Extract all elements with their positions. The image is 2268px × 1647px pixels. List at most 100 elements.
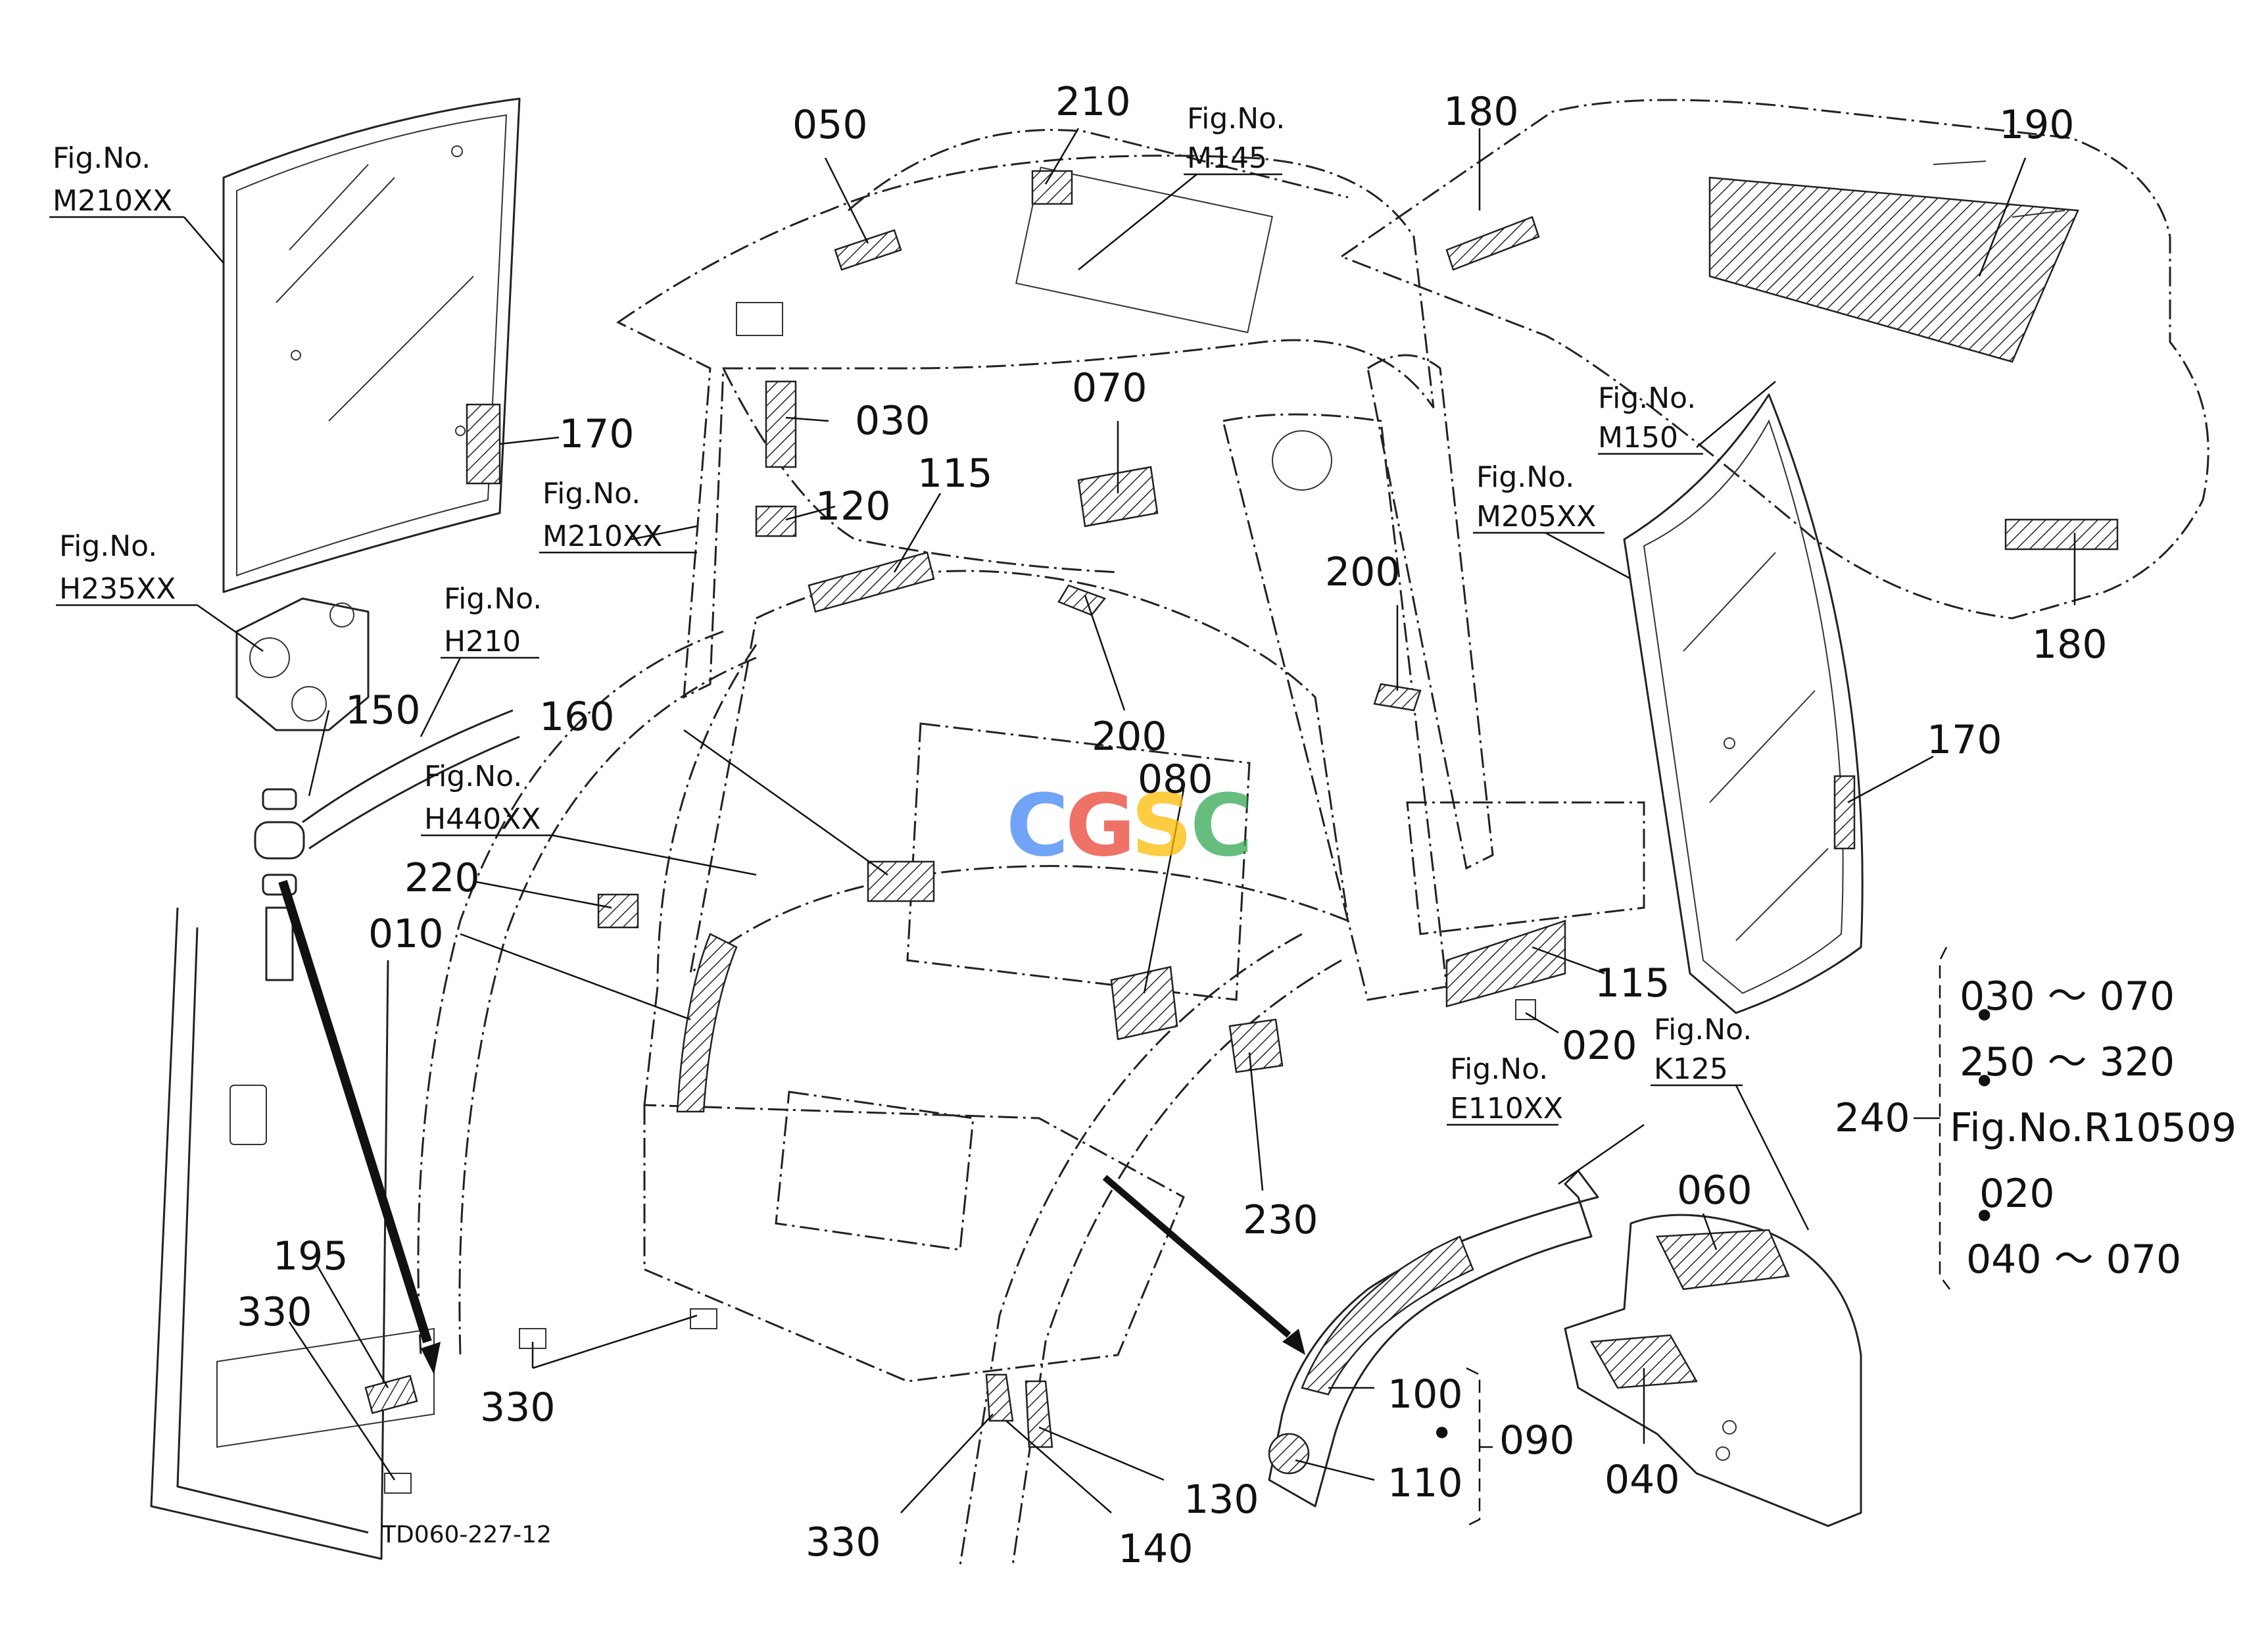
decal-050 — [834, 229, 902, 271]
decal-110 — [1268, 1433, 1310, 1475]
label-070: 070 — [1072, 365, 1147, 411]
decal-330-a — [384, 1473, 412, 1494]
bracket-line-3: Fig.No.R10509 — [1950, 1105, 2236, 1151]
fig-ref-e110xx-line1: Fig.No. — [1450, 1052, 1548, 1086]
label-030: 030 — [855, 398, 930, 444]
label-090: 090 — [1499, 1417, 1575, 1463]
roof-hatch — [1015, 166, 1273, 333]
decal-100 — [1301, 1235, 1474, 1396]
fig-ref-m210xx-top-line1: Fig.No. — [53, 141, 151, 175]
label-220: 220 — [404, 855, 480, 901]
fig-ref-h210-line1: Fig.No. — [444, 582, 542, 616]
decal-020 — [1515, 999, 1536, 1020]
pillar-right — [1366, 354, 1494, 870]
label-210: 210 — [1055, 79, 1131, 125]
hose-h210 — [302, 709, 514, 823]
decal-195 — [364, 1375, 418, 1414]
decal-230 — [1228, 1018, 1284, 1073]
label-200-left: 200 — [1092, 714, 1167, 760]
decal-170-left — [466, 403, 501, 485]
decal-180-right — [2004, 518, 2119, 551]
right-glass-panel — [1623, 393, 1864, 1014]
label-330-c: 330 — [806, 1519, 881, 1565]
label-195: 195 — [273, 1233, 349, 1279]
washer-upper — [262, 788, 297, 810]
roof-cover — [1339, 99, 2209, 620]
rear-fender — [1268, 1169, 1599, 1508]
label-120: 120 — [815, 483, 891, 529]
label-330-b: 330 — [480, 1385, 556, 1431]
fig-ref-e110xx-line2: E110XX — [1450, 1092, 1563, 1125]
decal-220 — [597, 893, 639, 929]
label-110: 110 — [1387, 1460, 1463, 1506]
indicator-arrows — [278, 879, 1305, 1375]
label-190: 190 — [1999, 102, 2075, 148]
label-170-right: 170 — [1927, 717, 2002, 763]
banjo-bolt — [265, 906, 294, 981]
decal-170-right — [1833, 775, 1856, 850]
fig-ref-m205xx-line2: M205XX — [1476, 500, 1596, 533]
bracket-line-1: 030 ～ 070 — [1960, 973, 2175, 1020]
decal-180-top — [1445, 216, 1540, 271]
label-240: 240 — [1835, 1095, 1910, 1141]
label-100: 100 — [1387, 1371, 1463, 1417]
separator-dot-240a: • — [1973, 993, 1996, 1039]
label-200-right: 200 — [1325, 549, 1401, 595]
banjo-fitting — [254, 821, 305, 860]
rear-beam — [1406, 801, 1645, 935]
label-115-lower: 115 — [1595, 960, 1670, 1006]
leader-lines — [49, 128, 2076, 1527]
fig-ref-m145-line2: M145 — [1187, 141, 1267, 175]
floor-frame — [688, 570, 1349, 977]
fig-ref-m210xx-mid-line1: Fig.No. — [543, 477, 640, 510]
label-230: 230 — [1243, 1197, 1318, 1243]
decal-010 — [676, 933, 738, 1113]
separator-dot-240c: • — [1973, 1194, 1996, 1240]
decal-200-left — [1057, 584, 1107, 616]
decal-080 — [1110, 966, 1178, 1041]
watermark-c2: C — [1190, 775, 1253, 875]
fig-ref-h235xx-line1: Fig.No. — [59, 529, 157, 563]
left-fender — [417, 630, 935, 1356]
label-150: 150 — [345, 687, 421, 733]
decal-030 — [765, 380, 797, 468]
decal-190 — [1708, 176, 2079, 363]
decal-200-right — [1373, 683, 1422, 712]
label-180-right: 180 — [2032, 622, 2108, 668]
label-170-left: 170 — [559, 411, 635, 457]
label-010: 010 — [368, 911, 444, 957]
fig-ref-h235xx-line2: H235XX — [59, 572, 176, 606]
label-130: 130 — [1184, 1477, 1259, 1523]
decal-120 — [755, 505, 797, 537]
watermark: C G S C — [1006, 775, 1253, 875]
decal-115-upper — [808, 551, 935, 613]
decal-040 — [1589, 1334, 1699, 1389]
label-060: 060 — [1677, 1168, 1752, 1214]
watermark-s: S — [1131, 775, 1193, 875]
label-020: 020 — [1562, 1023, 1637, 1069]
cabin-frame — [616, 129, 1645, 1383]
seat-base — [643, 1104, 1185, 1383]
decal-130 — [1025, 1380, 1053, 1448]
rear-cover — [1564, 1214, 1862, 1527]
label-040: 040 — [1604, 1457, 1680, 1503]
right-fender — [959, 933, 1342, 1566]
decal-210 — [1031, 170, 1073, 205]
fig-ref-m210xx-top-line2: M210XX — [53, 184, 172, 218]
fig-ref-m150-line2: M150 — [1598, 421, 1678, 455]
decal-140 — [985, 1373, 1014, 1422]
label-160: 160 — [539, 694, 615, 740]
bracket-line-5: 040 ～ 070 — [1966, 1237, 2181, 1283]
left-glass-panel — [222, 97, 521, 593]
fig-ref-h440xx-line1: Fig.No. — [424, 760, 522, 793]
drawing-code: TD060-227-12 — [381, 1521, 552, 1548]
watermark-c1: C — [1006, 775, 1069, 875]
bracket-240-list: 030 ～ 070 250 ～ 320 Fig.No.R10509 020 04… — [1950, 973, 2236, 1283]
watermark-g: G — [1065, 775, 1136, 875]
separator-dot-240b: • — [1973, 1059, 1996, 1105]
rear-pillar — [1222, 413, 1448, 1001]
label-080: 080 — [1138, 756, 1213, 802]
bracket-line-4: 020 — [1979, 1171, 2055, 1217]
label-115-upper: 115 — [917, 451, 993, 497]
